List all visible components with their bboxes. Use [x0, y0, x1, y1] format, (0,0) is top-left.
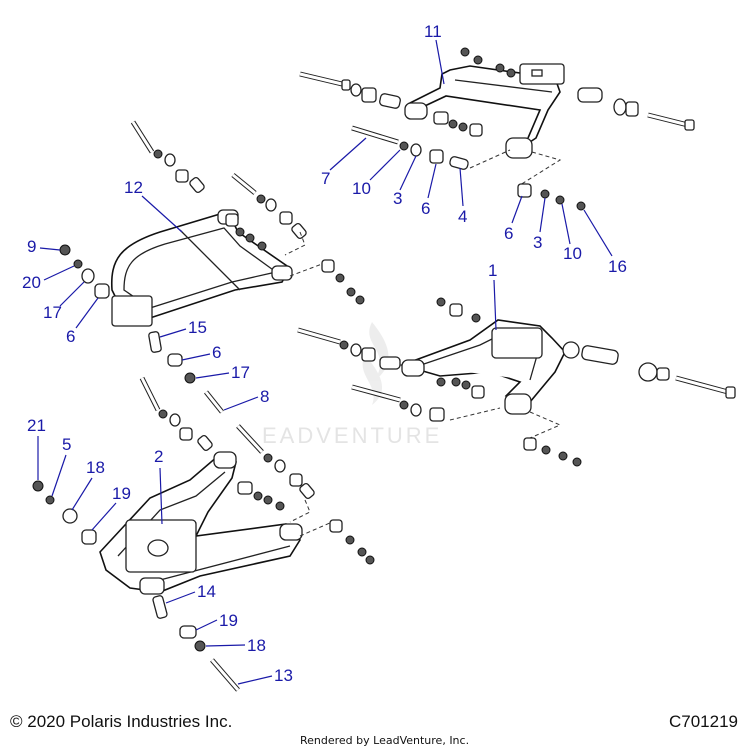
callout-label: 5 — [62, 435, 71, 454]
callout-label: 3 — [533, 233, 542, 252]
callout-7: 7 — [321, 137, 367, 188]
callout-label: 19 — [112, 484, 131, 503]
callout-label: 15 — [188, 318, 207, 337]
callout-15: 15 — [159, 318, 207, 338]
callout-10-upper: 10 — [352, 149, 401, 198]
callout-label: 1 — [488, 261, 497, 280]
callout-9: 9 — [27, 237, 61, 256]
callout-label: 8 — [260, 387, 269, 406]
callout-label: 10 — [352, 179, 371, 198]
callout-18-bottom: 18 — [205, 636, 266, 655]
callout-label: 6 — [66, 327, 75, 346]
callout-label: 17 — [231, 363, 250, 382]
left-upper-control-arm-group — [59, 120, 365, 414]
callout-label: 6 — [212, 343, 221, 362]
callout-14: 14 — [165, 582, 216, 604]
callout-8: 8 — [223, 387, 269, 411]
callout-11: 11 — [424, 22, 445, 85]
lower-rear-control-arm-group — [297, 297, 736, 467]
callout-3-upper-right: 3 — [533, 197, 546, 252]
callout-13: 13 — [237, 666, 293, 685]
callout-label: 4 — [458, 207, 467, 226]
callout-label: 14 — [197, 582, 216, 601]
callout-1: 1 — [488, 261, 497, 331]
rendered-by-text: Rendered by LeadVenture, Inc. — [300, 734, 470, 747]
callout-16: 16 — [583, 209, 627, 276]
callout-label: 2 — [154, 447, 163, 466]
callout-label: 18 — [247, 636, 266, 655]
callout-5: 5 — [51, 435, 71, 497]
callout-label: 6 — [504, 224, 513, 243]
callout-6-upper-left: 6 — [421, 163, 437, 218]
callout-19-left: 19 — [91, 484, 131, 531]
callout-label: 18 — [86, 458, 105, 477]
callout-2: 2 — [154, 447, 163, 525]
callout-label: 21 — [27, 416, 46, 435]
callout-12: 12 — [124, 178, 183, 233]
callout-6-left: 6 — [66, 297, 99, 346]
callout-label: 19 — [219, 611, 238, 630]
callout-6-upper-right: 6 — [504, 195, 523, 243]
callout-label: 17 — [43, 303, 62, 322]
watermark-text: EADVENTURE — [262, 423, 442, 448]
callout-label: 3 — [393, 189, 402, 208]
callout-label: 6 — [421, 199, 430, 218]
copyright-text: © 2020 Polaris Industries Inc. — [10, 712, 233, 731]
callout-18-left: 18 — [71, 458, 105, 511]
callout-17-middle: 17 — [195, 363, 250, 382]
callout-3-upper: 3 — [393, 155, 417, 208]
callout-20: 20 — [22, 265, 75, 292]
lower-front-control-arm-group — [32, 376, 375, 692]
callout-17-left: 17 — [43, 281, 85, 322]
callout-label: 7 — [321, 169, 330, 188]
callout-label: 16 — [608, 257, 627, 276]
callout-21: 21 — [27, 416, 46, 480]
callout-4: 4 — [458, 167, 467, 226]
callout-19-bottom: 19 — [195, 611, 238, 631]
callout-label: 11 — [424, 22, 442, 41]
callout-label: 10 — [563, 244, 582, 263]
callout-label: 12 — [124, 178, 143, 197]
callout-10-upper-right: 10 — [561, 203, 582, 263]
callout-label: 20 — [22, 273, 41, 292]
diagram-code: C701219 — [668, 712, 738, 731]
upper-rear-control-arm-group — [299, 47, 695, 211]
callout-label: 9 — [27, 237, 36, 256]
callout-label: 13 — [274, 666, 293, 685]
callout-6-middle: 6 — [181, 343, 221, 362]
